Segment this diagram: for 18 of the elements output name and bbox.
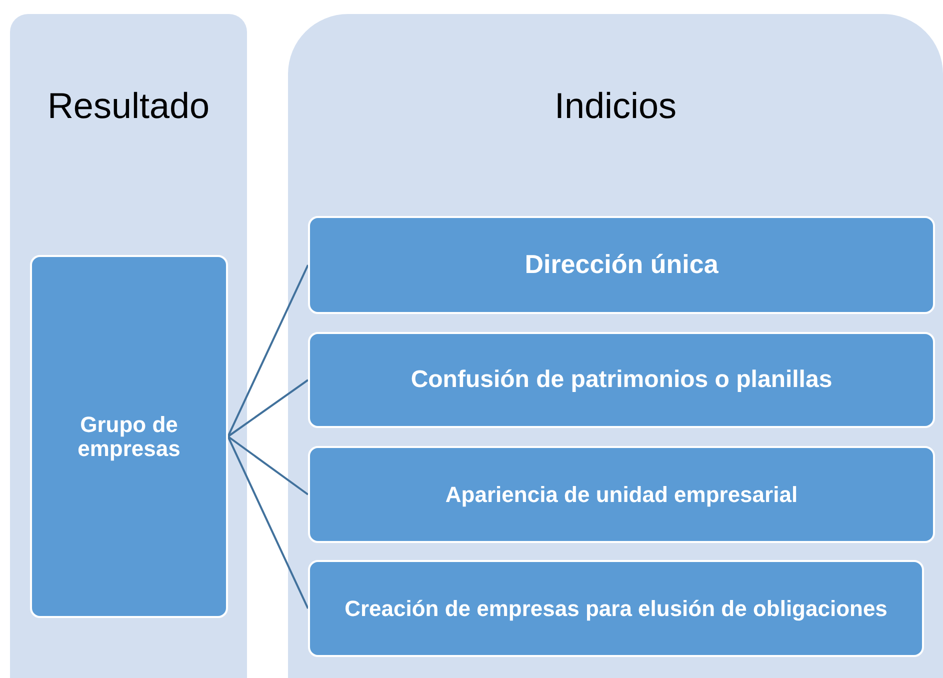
connector-line (227, 436, 309, 496)
connector-line (227, 264, 309, 437)
box-label: Dirección única (524, 251, 718, 279)
connector-line (227, 379, 309, 438)
box-label: Confusión de patrimonios o planillas (410, 367, 832, 393)
column-heading: Indicios (554, 88, 677, 124)
column-panel (10, 14, 247, 678)
process-box (308, 560, 924, 657)
process-box (30, 255, 228, 618)
process-box (308, 216, 935, 314)
column-panel (288, 14, 943, 678)
column-heading: Resultado (47, 88, 210, 124)
box-label: Creación de empresas para elusión de obligaciones (344, 596, 888, 620)
box-label: Apariencia de unidad empresarial (445, 482, 798, 506)
connector-line (227, 436, 309, 609)
box-label: Grupo de empresas (76, 413, 182, 460)
process-box (308, 446, 935, 543)
process-box (308, 332, 935, 428)
